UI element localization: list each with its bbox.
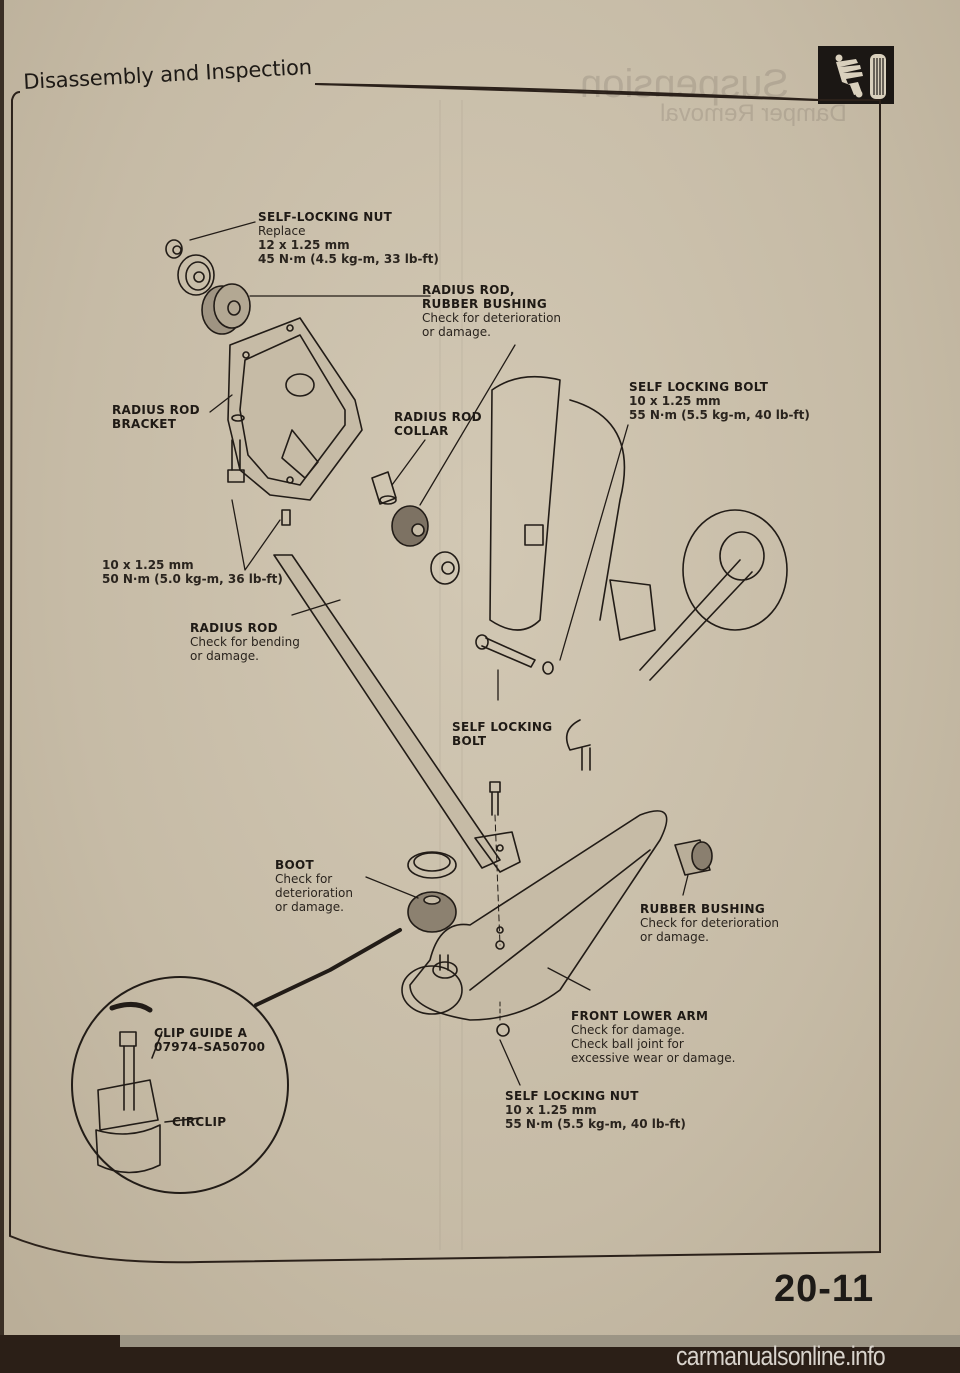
callout-bracket-bolt-spec: 10 x 1.25 mm 50 N·m (5.0 kg-m, 36 lb-ft) [102,558,283,586]
callout-title: SELF LOCKING NUT [505,1089,639,1103]
callout-title: BOLT [452,734,487,748]
callout-front-lower-arm: FRONT LOWER ARM Check for damage. Check … [571,1009,735,1065]
callout-title: RUBBER BUSHING [422,297,548,311]
suspension-exploded-diagram [71,221,788,1194]
radius-rod-bracket-part [227,317,363,501]
callout-radius-rod-bracket: RADIUS ROD BRACKET [112,403,200,431]
page-binding-edge [0,0,4,1345]
self-locking-nut-bottom-part [496,999,510,1037]
callout-title: RADIUS ROD [112,403,200,417]
rubber-bushing-center-part [391,505,429,547]
callout-line: or damage. [275,900,344,914]
callout-title: COLLAR [394,424,449,438]
callout-line: Check for damage. [571,1023,685,1037]
callout-line: Check for deterioration [422,311,562,325]
callout-line: or damage. [640,930,709,944]
arm-bolt-part [489,781,501,946]
callout-title: SELF-LOCKING NUT [258,210,393,224]
callout-title: BOOT [275,858,314,872]
boot-part [407,891,457,933]
callout-line: or damage. [422,325,491,339]
torque-spec: 45 N·m (4.5 kg-m, 33 lb-ft) [258,252,439,266]
watermark: carmanualsonline.info [676,1341,886,1371]
callout-self-locking-bolt: SELF LOCKING BOLT [452,720,552,748]
center-washer-part [430,551,460,585]
torque-spec: 55 N·m (5.5 kg-m, 40 lb-ft) [505,1117,686,1131]
callout-line: excessive wear or damage. [571,1051,736,1065]
drive-shaft-part [565,509,788,771]
rubber-bushing-right-part [674,839,713,876]
callout-title: SELF LOCKING BOLT [629,380,769,394]
callout-boot: BOOT Check for deterioration or damage. [275,858,353,914]
callout-title: RADIUS ROD [190,621,278,635]
callout-self-locking-bolt-spec: SELF LOCKING BOLT 10 x 1.25 mm 55 N·m (5… [629,380,810,422]
thread-spec: 10 x 1.25 mm [505,1103,597,1117]
callout-radius-rod: RADIUS ROD Check for bending or damage. [190,621,300,663]
thread-spec: 12 x 1.25 mm [258,238,350,252]
callout-title: CIRCLIP [172,1115,227,1129]
leader-lines [189,221,689,1086]
callout-line: Check for bending [190,635,300,649]
damper-housing-part [489,375,626,631]
self-locking-nut-part [165,239,183,259]
callout-line: Check for [275,872,333,886]
torque-spec: 50 N·m (5.0 kg-m, 36 lb-ft) [102,572,283,586]
tool-part-number: 07974–SA50700 [154,1040,266,1054]
page-number: 20-11 [774,1268,875,1310]
callout-circlip: CIRCLIP [172,1115,226,1129]
callout-clip-guide: CLIP GUIDE A 07974–SA50700 [154,1026,265,1054]
thread-spec: 10 x 1.25 mm [102,558,194,572]
boot-ring-part [407,851,457,879]
callout-title: RADIUS ROD [394,410,482,424]
torque-spec: 55 N·m (5.5 kg-m, 40 lb-ft) [629,408,810,422]
callout-self-locking-nut-top: SELF-LOCKING NUT Replace 12 x 1.25 mm 45… [258,210,439,266]
callout-line: deterioration [275,886,353,900]
radius-rod-collar-part [371,471,397,505]
callout-title: RUBBER BUSHING [640,902,766,916]
page-lower-edge [120,1335,960,1347]
callout-radius-rod-rubber-bushing: RADIUS ROD, RUBBER BUSHING Check for det… [422,283,561,339]
callout-title: BRACKET [112,417,177,431]
ball-joint-detail-circle [71,928,402,1194]
self-locking-bolt-part [475,634,554,675]
callout-title: RADIUS ROD, [422,283,515,297]
callout-line: Check for deterioration [640,916,780,930]
callout-line: Check ball joint for [571,1037,684,1051]
callout-title: SELF LOCKING [452,720,553,734]
bracket-bolt-part [227,414,291,526]
callout-line: or damage. [190,649,259,663]
callout-title: FRONT LOWER ARM [571,1009,709,1023]
callout-self-locking-nut-bottom: SELF LOCKING NUT 10 x 1.25 mm 55 N·m (5.… [505,1089,686,1131]
callout-line: Replace [258,224,306,238]
callout-radius-rod-collar: RADIUS ROD COLLAR [394,410,482,438]
thread-spec: 10 x 1.25 mm [629,394,721,408]
washer-part [177,254,215,296]
radius-rod-bushing-part [201,283,251,335]
radius-rod-part [273,554,521,873]
callout-title: CLIP GUIDE A [154,1026,248,1040]
callout-rubber-bushing: RUBBER BUSHING Check for deterioration o… [640,902,779,944]
front-lower-arm-part [401,810,668,1021]
